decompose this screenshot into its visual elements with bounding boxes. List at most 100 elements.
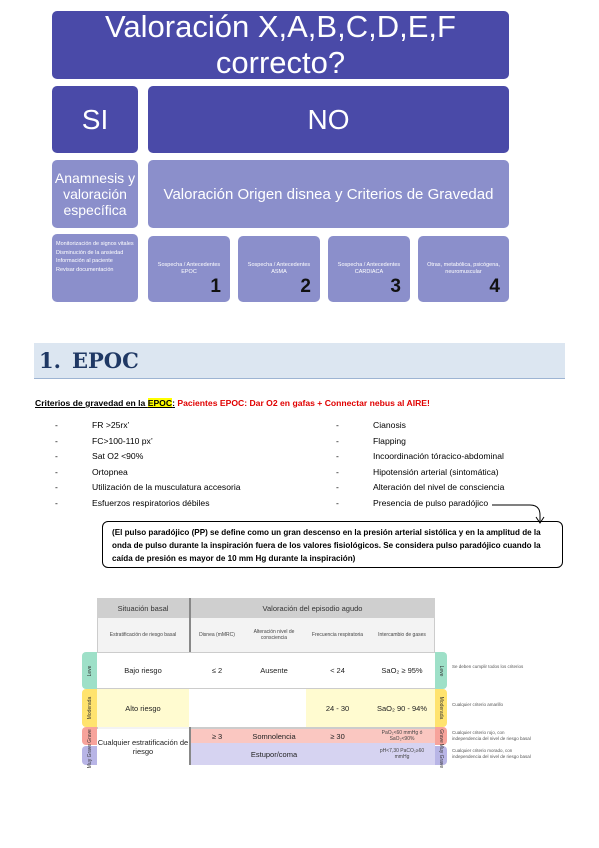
col-header-riesgo: Estratificación de riesgo basal <box>109 632 177 638</box>
cell-bg-yellow <box>306 689 435 727</box>
criteria-item: Utilización de la musculatura accesoria <box>92 482 241 493</box>
cell-grave-fr: ≥ 30 <box>330 731 345 741</box>
level-label: Muy Grave <box>86 743 93 768</box>
cell-grave-consciencia: Somnolencia <box>252 731 296 741</box>
level-label: Muy Grave <box>438 743 444 768</box>
cell-leve-riesgo: Bajo riesgo <box>124 666 162 675</box>
bullet-dash: - <box>336 420 339 430</box>
criteria-item: FC>100-110 px’ <box>92 435 153 446</box>
criteria-heading: Criterios de gravedad en la EPOC: Pacien… <box>35 398 430 408</box>
bullet-dash: - <box>336 497 339 508</box>
criteria-item: Esfuerzos respiratorios débiles <box>92 497 210 508</box>
bullet-dash: - <box>55 466 58 477</box>
level-label: Moderada <box>438 696 444 720</box>
bullet-dash: - <box>336 451 339 462</box>
note-moderada: Cualquier criterio amarillo <box>452 702 504 707</box>
bullet-dash: - <box>55 482 58 493</box>
header-situacion-basal: Situación basal <box>97 598 189 618</box>
header-valoracion-episodio: Valoración del episodio agudo <box>190 598 435 618</box>
bullet-dash: - <box>55 451 58 462</box>
flowchart-anamnesis: Anamnesis y valoración específica <box>52 160 138 228</box>
criteria-lead: Criterios de gravedad en la <box>35 398 148 408</box>
criteria-item: Incoordinación tóracico-abdominal <box>373 451 504 462</box>
flowchart-yes: SI <box>52 86 138 153</box>
row-line <box>191 727 435 729</box>
flowchart-question: Valoración X,A,B,C,D,E,F correcto? <box>52 9 509 80</box>
criteria-colon: : <box>172 398 175 408</box>
branch-epoc: Sospecha / Antecedentes EPOC 1 <box>148 236 230 302</box>
branch-cardiaca: Sospecha / Antecedentes CARDIACA 3 <box>328 236 410 302</box>
row-muy-grave <box>191 743 435 765</box>
criteria-item: Cianosis <box>373 420 406 430</box>
branch-number: 2 <box>300 276 311 297</box>
cell-leve-gases: SaO₂ ≥ 95% <box>381 666 423 675</box>
cell-grave-disnea: ≥ 3 <box>211 731 223 741</box>
cell-bg-white <box>97 729 189 765</box>
cell-moderada-riesgo: Alto riesgo <box>125 703 161 713</box>
note-muy-grave: Cualquier criterio morado, con independe… <box>452 748 531 759</box>
level-tab-moderada-right: Moderada <box>435 689 447 727</box>
yes-action-item: Revisar documentación <box>56 266 114 273</box>
section-heading: 1. EPOC <box>34 343 565 379</box>
level-tab-muy-grave-right: Muy Grave <box>435 743 447 768</box>
cell-grave-riesgo: Cualquier estratificación de riesgo <box>97 738 189 756</box>
col-header-disnea: Disnea (mMRC) <box>199 632 235 638</box>
col-header-consciencia: Alteración nivel de consciencia <box>253 629 295 641</box>
cell-grave-gases: PaO₂<60 mmHg ó SaO₂<90% <box>381 730 423 742</box>
criteria-item: Hipotensión arterial (sintomática) <box>373 466 499 477</box>
level-tab-moderada: Moderada <box>82 689 97 727</box>
bullet-dash: - <box>336 482 339 493</box>
note-grave: Cualquier criterio rojo, con independenc… <box>452 730 531 741</box>
flowchart-valoracion: Valoración Origen disnea y Criterios de … <box>148 160 509 228</box>
cell-leve-fr: < 24 <box>330 666 345 675</box>
branch-label: Sospecha / Antecedentes CARDIACA <box>337 262 401 275</box>
level-tab-muy-grave: Muy Grave <box>82 743 97 768</box>
level-label: Moderada <box>86 696 93 720</box>
yes-action-item: Monitorización de signos vitales <box>56 241 134 247</box>
branch-label: Otras, metabólica, psicógena, neuromuscu… <box>427 262 500 275</box>
col-header-fr: Frecuencia respiratoria <box>311 632 364 638</box>
cell-leve-disnea: ≤ 2 <box>211 666 223 675</box>
branch-otras: Otras, metabólica, psicógena, neuromuscu… <box>418 236 509 302</box>
branch-label: Sospecha / Antecedentes ASMA <box>247 262 311 275</box>
criteria-instruction: Pacientes EPOC: Dar O2 en gafas + Connec… <box>174 398 430 408</box>
level-label: Leve <box>86 665 93 676</box>
level-tab-grave-right: Grave <box>435 727 447 745</box>
severity-table: Situación basal Valoración del episodio … <box>82 598 533 768</box>
branch-asma: Sospecha / Antecedentes ASMA 2 <box>238 236 320 302</box>
branch-number: 4 <box>489 276 500 297</box>
criteria-item: Presencia de pulso paradójico <box>373 497 489 508</box>
criteria-item: Alteración del nivel de consciencia <box>373 482 505 493</box>
level-tab-grave: Grave <box>82 727 97 745</box>
criteria-item: Ortopnea <box>92 466 128 477</box>
branch-number: 3 <box>390 276 401 297</box>
cell-leve-consciencia: Ausente <box>260 666 288 675</box>
bullet-dash: - <box>336 466 339 477</box>
cell-moderada-fr: 24 - 30 <box>325 703 350 713</box>
cell-muy-grave-gases: pH<7,30 PaCO₂≥60 mmHg <box>379 748 425 760</box>
level-tab-leve-right: Leve <box>435 652 447 689</box>
flowchart-no: NO <box>148 86 509 153</box>
level-label: Leve <box>438 665 444 676</box>
criteria-item: Flapping <box>373 435 406 446</box>
col-header-gases: Intercambio de gases <box>378 632 426 638</box>
section-title: EPOC <box>72 348 139 373</box>
row-leve <box>97 652 435 689</box>
yes-action-item: Disminución de la ansiedad <box>56 249 124 256</box>
note-leve: Se deben cumplir todos los criterios <box>452 664 524 669</box>
yes-action-item: Información al paciente <box>56 258 113 264</box>
cell-moderada-gases: SaO₂ 90 - 94% <box>376 703 428 713</box>
level-tab-leve: Leve <box>82 652 97 689</box>
pulso-paradojico-note: (El pulso paradójico (PP) se define como… <box>102 521 563 568</box>
cell-bg-yellow <box>97 689 189 727</box>
criteria-item: Sat O2 <90% <box>92 451 144 462</box>
bullet-dash: - <box>55 435 58 446</box>
bullet-dash: - <box>336 435 339 446</box>
section-number: 1. <box>39 348 61 373</box>
flowchart-yes-actions: Monitorización de signos vitales Disminu… <box>52 234 138 302</box>
criteria-item: FR >25rx’ <box>92 420 130 430</box>
branch-number: 1 <box>210 276 221 297</box>
cell-muy-grave-consciencia: Estupor/coma <box>250 749 298 759</box>
bullet-dash: - <box>55 497 58 508</box>
bullet-dash: - <box>55 420 58 430</box>
